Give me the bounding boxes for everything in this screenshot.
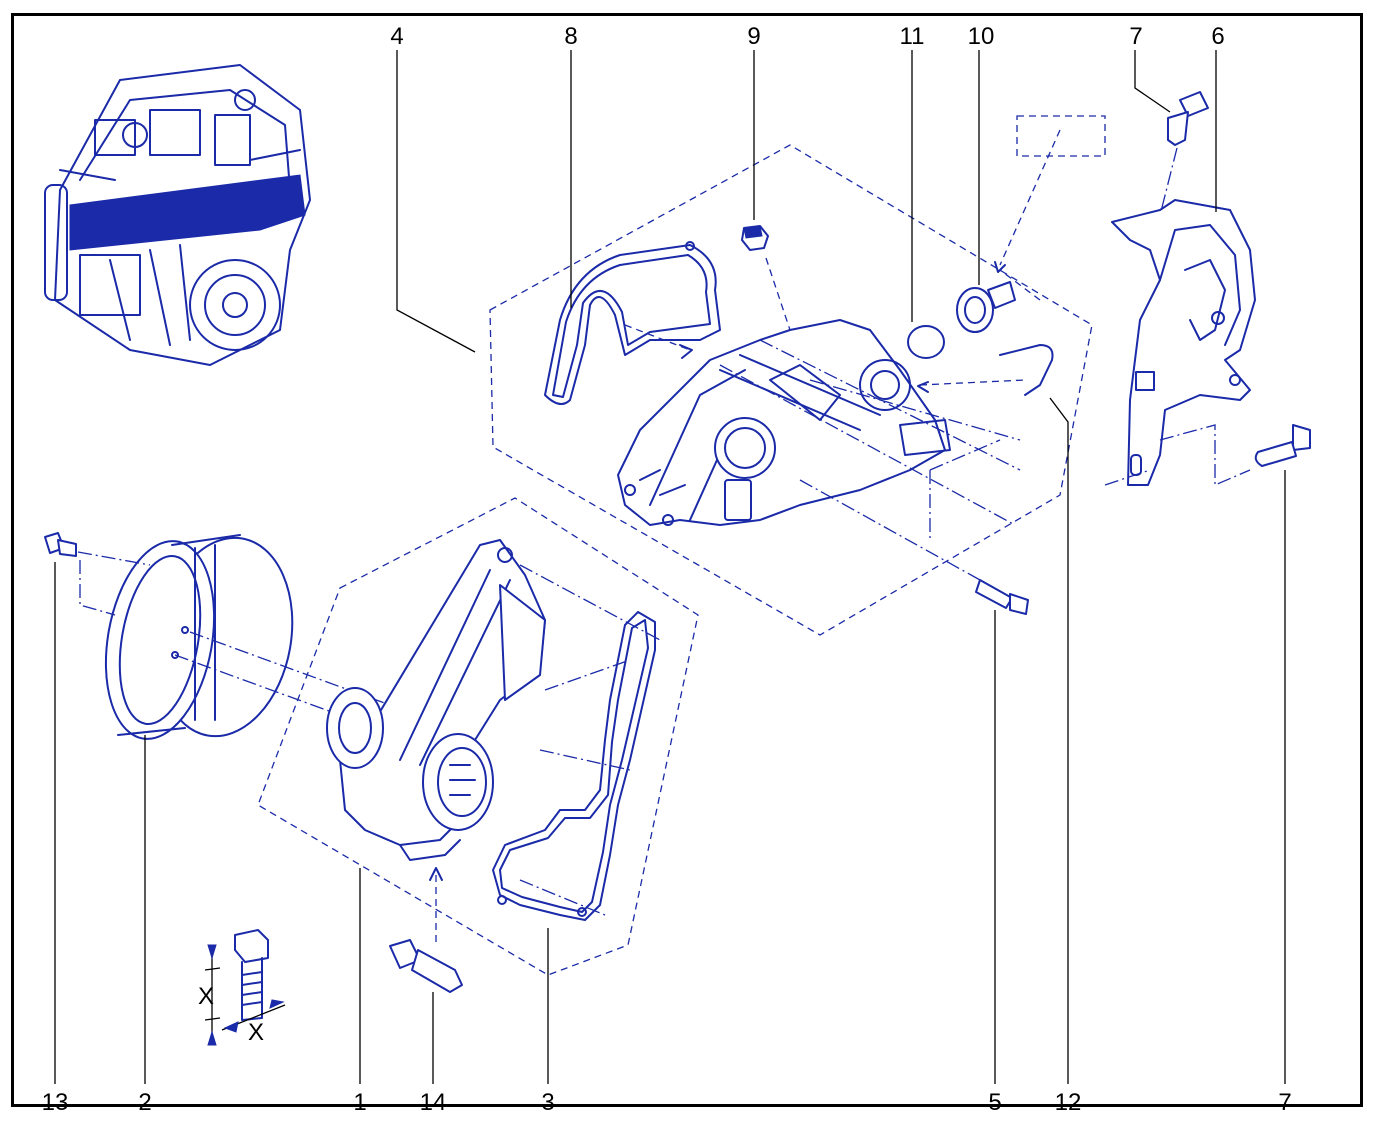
pulley-2 (104, 534, 294, 740)
sensor-10 (956, 281, 1016, 333)
callout-12: 12 (1055, 1089, 1082, 1116)
callout-9: 9 (747, 23, 760, 50)
bolt-7-top (1167, 91, 1209, 146)
bolt-7-right (1254, 424, 1311, 467)
callout-10: 10 (968, 23, 995, 50)
pump-group-outline (257, 497, 699, 976)
bolt-5 (975, 579, 1029, 615)
leader-dashed-lines (624, 129, 1061, 386)
plug-9 (741, 225, 769, 251)
callout-2: 2 (138, 1089, 151, 1116)
axis-lines (719, 339, 1021, 581)
callout-13: 13 (42, 1089, 69, 1116)
clip-12 (999, 344, 1054, 396)
bracket-6 (1111, 199, 1256, 486)
gasket-8 (544, 241, 721, 405)
dimension-label-width: X (248, 1019, 264, 1046)
callout-8: 8 (564, 23, 577, 50)
callout-5: 5 (988, 1089, 1001, 1116)
bolt-dimension-detail: X X (198, 929, 286, 1046)
o-ring-11 (907, 325, 945, 359)
callout-4: 4 (390, 23, 403, 50)
housing-group-outline (489, 144, 1093, 636)
callout-6: 6 (1211, 23, 1224, 50)
callout-7-bottom: 7 (1278, 1089, 1291, 1116)
engine-thumbnail (44, 64, 311, 366)
callout-7-top: 7 (1129, 23, 1142, 50)
reference-box (1016, 115, 1106, 157)
callout-14: 14 (420, 1089, 447, 1116)
callout-3: 3 (541, 1089, 554, 1116)
callout-11: 11 (900, 23, 925, 50)
leader-lines (54, 50, 1286, 1084)
diagram-frame (11, 13, 1363, 1107)
bolt-14 (389, 939, 463, 993)
water-pump-1 (326, 539, 546, 861)
callout-1: 1 (353, 1089, 366, 1116)
bolt-13 (44, 532, 77, 557)
thermostat-housing (617, 319, 951, 526)
dimension-label-length: X (198, 983, 214, 1010)
